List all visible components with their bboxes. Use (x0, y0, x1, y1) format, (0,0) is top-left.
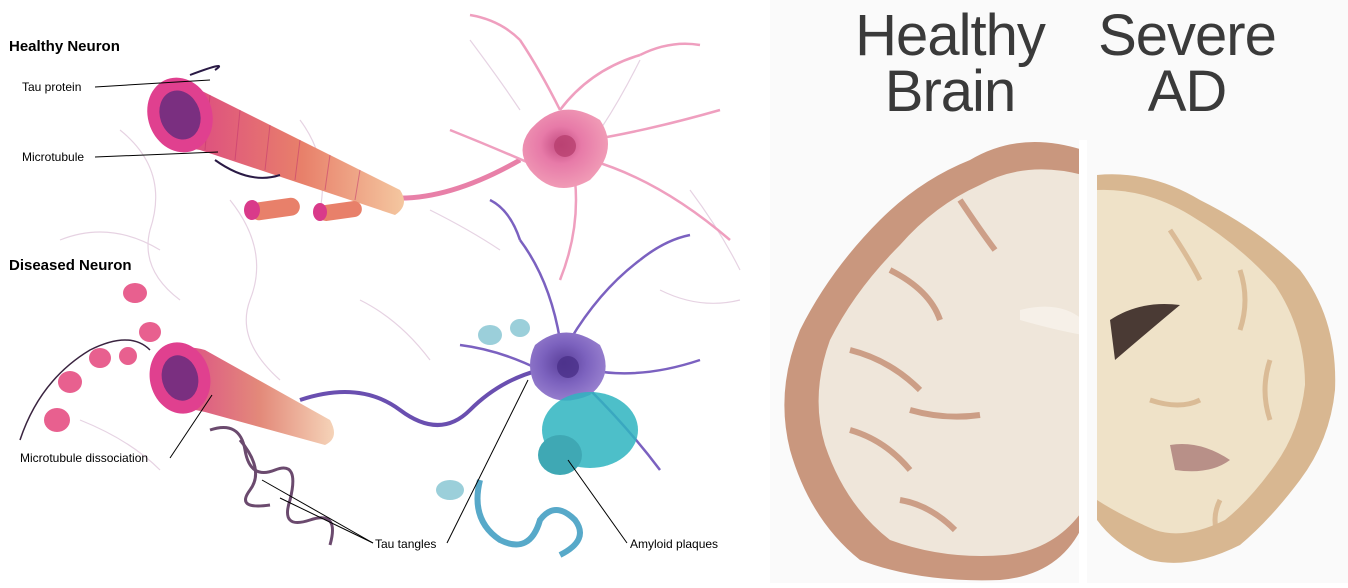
dissociated-fragments (44, 283, 161, 432)
healthy-neuron-heading: Healthy Neuron (9, 38, 120, 55)
diseased-microtubule (20, 283, 334, 445)
tau-tangles-label: Tau tangles (375, 537, 436, 551)
neuron-illustration: Healthy Neuron Diseased Neuron Tau prote… (0, 0, 770, 583)
loose-microtubule-segments (244, 197, 363, 222)
microtubule-label: Microtubule (22, 150, 84, 164)
amyloid-plaques-label: Amyloid plaques (630, 537, 718, 551)
severe-ad-brain-section (1097, 174, 1335, 563)
tau-tangles (210, 428, 333, 546)
tau-protein-label: Tau protein (22, 80, 81, 94)
brain-comparison-panel: Healthy Brain Severe AD (770, 0, 1348, 583)
brain-sections-svg (770, 0, 1348, 583)
healthy-brain-section (784, 142, 1083, 580)
healthy-microtubule (137, 66, 404, 222)
neuron-diagram-svg (0, 0, 770, 583)
healthy-neuron (395, 15, 730, 280)
microtubule-dissociation-label: Microtubule dissociation (20, 451, 148, 465)
diseased-neuron-heading: Diseased Neuron (9, 257, 132, 274)
